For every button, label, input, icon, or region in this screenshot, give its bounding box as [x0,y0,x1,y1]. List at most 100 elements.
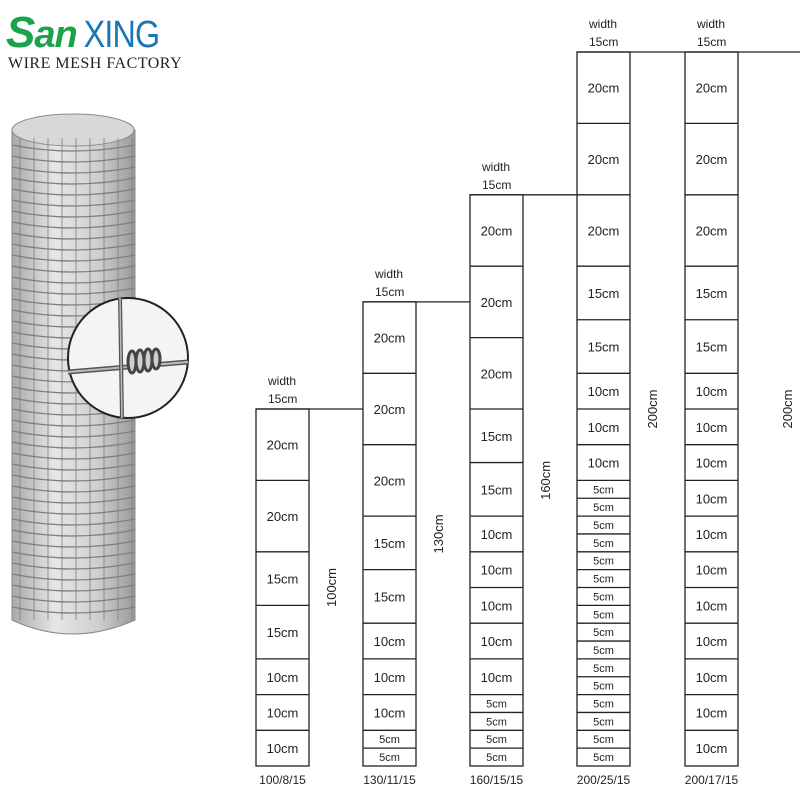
spacing-label: 20cm [588,152,620,167]
spacing-label: 5cm [486,716,507,728]
roll-line-wire [11,463,136,471]
model-label: 130/11/15 [363,773,416,787]
spacing-label: 5cm [593,502,614,514]
spacing-label: 20cm [696,224,728,239]
model-label: 200/17/15 [685,773,739,787]
spacing-label: 15cm [267,572,299,587]
spacing-label: 20cm [267,438,299,453]
roll-line-wire [11,540,136,548]
brand-s: S [6,8,35,57]
spacing-label: 20cm [374,473,406,488]
spacing-label: 10cm [588,456,620,471]
roll-line-wire [11,452,136,460]
height-label: 200cm [780,389,795,428]
roll-line-wire [11,177,136,185]
roll-line-wire [11,188,136,196]
spacing-label: 15cm [267,625,299,640]
spacing-label: 20cm [267,509,299,524]
spacing-label: 5cm [593,609,614,621]
panel-outline [362,301,417,767]
spacing-label: 20cm [696,152,728,167]
spacing-label: 10cm [696,527,728,542]
spacing-label: 5cm [593,538,614,550]
roll-line-wire [11,507,136,515]
spacing-label: 20cm [374,402,406,417]
zoom-circle [67,297,189,419]
roll-line-wire [11,199,136,207]
spacing-label: 10cm [696,456,728,471]
roll-line-wire [11,551,136,559]
spacing-label: 5cm [379,734,400,746]
width-label: width [696,17,725,31]
spacing-label: 5cm [593,556,614,568]
spacing-label: 20cm [481,366,513,381]
width-value: 15cm [268,392,297,406]
fence-roll-image [11,113,189,635]
roll-line-wire [11,287,136,295]
spacing-label: 5cm [486,734,507,746]
spacing-label: 5cm [593,716,614,728]
spacing-label: 10cm [374,634,406,649]
spacing-label: 5cm [593,627,614,639]
roll-line-wire [11,562,136,570]
spacing-label: 15cm [588,340,620,355]
spacing-label: 10cm [481,670,513,685]
spacing-label: 15cm [374,536,406,551]
spacing-label: 15cm [696,286,728,301]
roll-line-wire [11,210,136,218]
spacing-label: 10cm [481,634,513,649]
roll-line-wire [11,166,136,174]
spacing-label: 10cm [481,527,513,542]
brand-tagline: WIRE MESH FACTORY [8,55,183,72]
height-label: 100cm [324,568,339,607]
roll-line-wire [11,265,136,273]
knot-icon [126,347,162,375]
spacing-label: 20cm [696,81,728,96]
spacing-label: 5cm [593,681,614,693]
width-value: 15cm [697,35,726,49]
spacing-label: 15cm [374,589,406,604]
spacing-label: 20cm [374,331,406,346]
spacing-label: 15cm [696,340,728,355]
spacing-label: 10cm [696,563,728,578]
roll-line-wire [11,276,136,284]
roll-line-wire [11,496,136,504]
spacing-label: 10cm [696,420,728,435]
spacing-label: 20cm [588,81,620,96]
spacing-label: 5cm [379,752,400,764]
brand-an: an [34,14,77,56]
spacing-label: 10cm [588,420,620,435]
spacing-label: 10cm [696,634,728,649]
model-label: 160/15/15 [470,773,524,787]
spacing-label: 10cm [696,491,728,506]
spacing-label: 20cm [481,295,513,310]
spacing-label: 5cm [486,699,507,711]
roll-line-wire [11,529,136,537]
spacing-label: 10cm [696,384,728,399]
spacing-label: 10cm [374,705,406,720]
width-label: width [267,374,296,388]
roll-line-wire [11,584,136,592]
roll-line-wire [11,573,136,581]
spacing-label: 10cm [481,563,513,578]
roll-line-wire [11,419,136,427]
roll-line-wire [11,232,136,240]
roll-line-wire [11,474,136,482]
roll-line-wire [11,518,136,526]
spacing-label: 10cm [696,705,728,720]
spacing-label: 5cm [486,752,507,764]
roll-line-wire [11,254,136,262]
roll-line-wire [11,155,136,163]
roll-line-wire [11,430,136,438]
spacing-label: 15cm [481,429,513,444]
roll-line-wire [11,441,136,449]
spacing-label: 10cm [374,670,406,685]
model-label: 200/25/15 [577,773,631,787]
width-label: width [374,267,403,281]
roll-line-wire [11,221,136,229]
roll-line-wire [11,144,136,152]
roll-line-wire [11,485,136,493]
spacing-label: 5cm [593,699,614,711]
roll-line-wire [11,595,136,603]
